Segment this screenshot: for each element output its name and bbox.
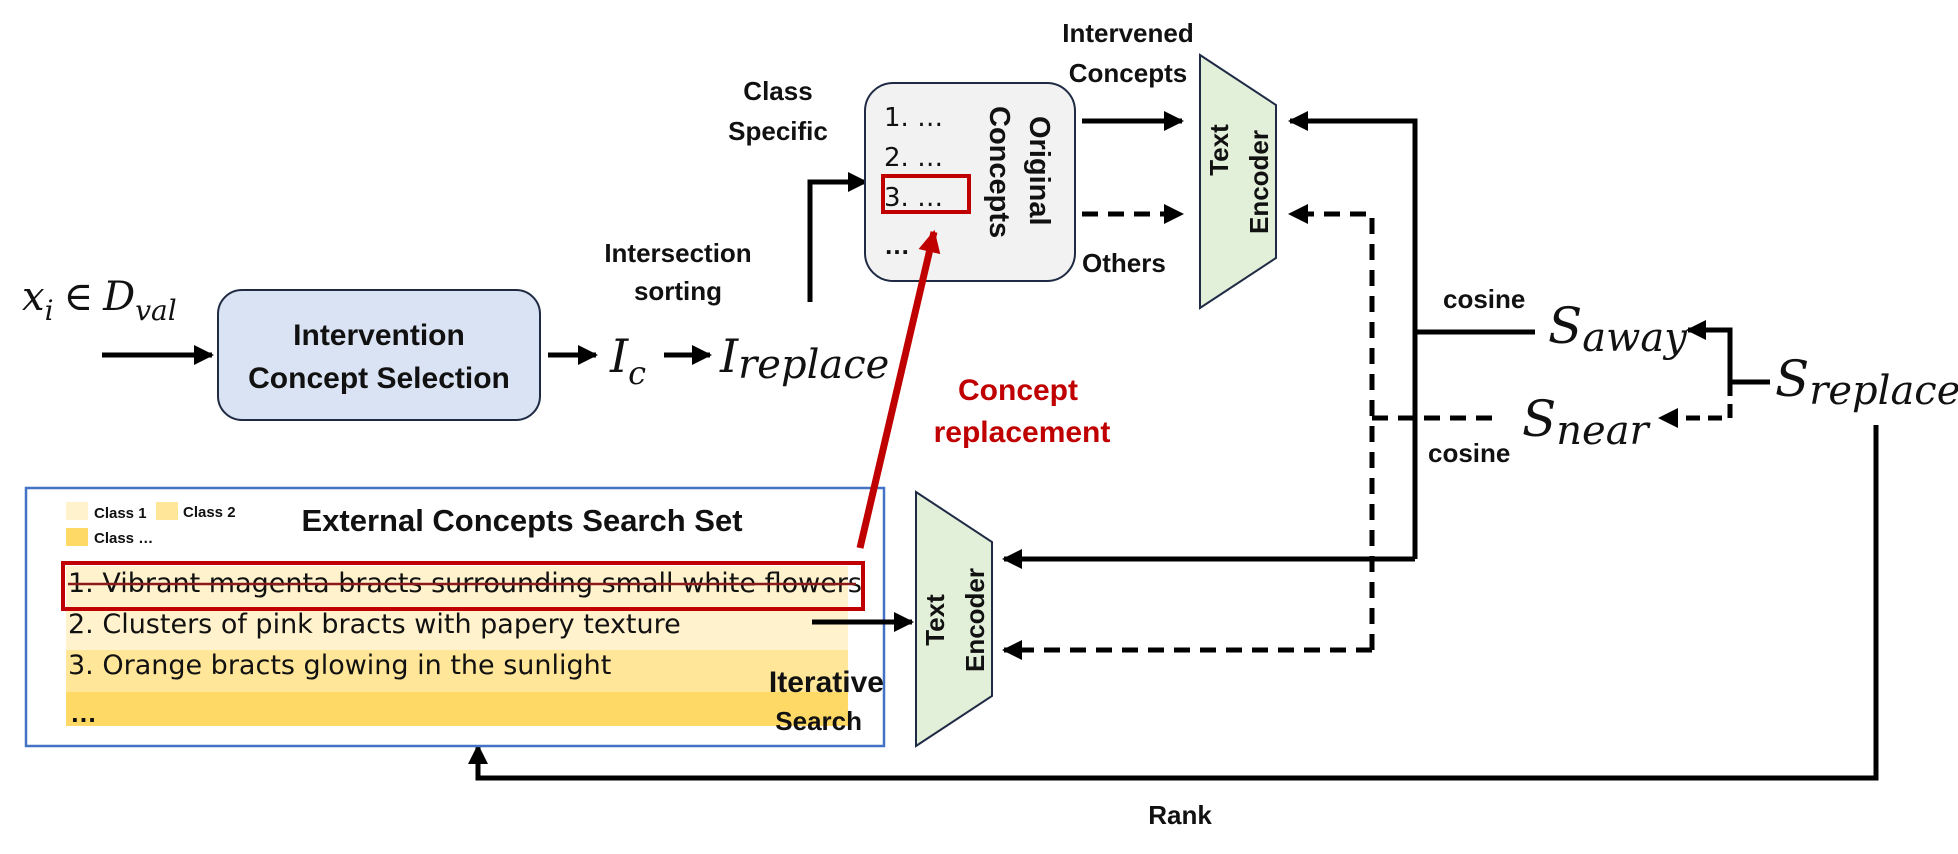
search-set-title: External Concepts Search Set	[301, 503, 742, 538]
encoder-top-line2: Encoder	[1244, 130, 1274, 234]
search-row-4-bg	[66, 692, 848, 726]
concept-replacement-line1: Concept	[958, 374, 1078, 407]
encoder-bottom-line2: Encoder	[960, 568, 990, 672]
ic-sub: c	[628, 354, 646, 392]
original-concepts-box: 1. … 2. … 3. … … Original Concepts	[864, 82, 1076, 282]
selection-line2: Concept Selection	[248, 362, 510, 395]
ireplace-var: I	[719, 329, 739, 383]
legend-swatch-class1	[66, 502, 88, 520]
input-sub: i	[45, 294, 54, 327]
intersection-line1: Intersection	[604, 238, 751, 268]
search-item-more: …	[70, 698, 97, 728]
search-item-3: 3. Orange bracts glowing in the sunlight	[68, 650, 611, 681]
rank-label: Rank	[1148, 800, 1212, 830]
s-away-symbol: Saway	[1548, 297, 1688, 361]
original-title-line1: Original	[1023, 116, 1055, 226]
intersection-line2: sorting	[634, 276, 722, 306]
s-away-sub: away	[1582, 315, 1688, 361]
iterative-line1: Iterative	[769, 666, 884, 699]
cosine-label-near: cosine	[1428, 438, 1510, 468]
others-label: Others	[1082, 248, 1166, 278]
legend-class3: Class …	[94, 530, 153, 547]
selection-box: Intervention Concept Selection	[217, 289, 541, 421]
s-replace-symbol: Sreplace	[1775, 350, 1958, 414]
search-set-box: Class 1 Class 2 Class … External Concept…	[24, 486, 886, 748]
original-item-3-highlight	[881, 174, 971, 214]
input-formula: xi ∈Dval	[22, 274, 177, 327]
input-set-sub: val	[135, 294, 176, 327]
original-item-1: 1. …	[884, 103, 943, 133]
search-row-2-bg	[66, 608, 848, 650]
encoder-top-line1: Text	[1204, 124, 1234, 176]
search-row-1-bg	[66, 566, 848, 608]
legend-class2: Class 2	[183, 504, 236, 521]
original-title-line2: Concepts	[983, 106, 1015, 238]
intervened-line2: Concepts	[1069, 58, 1187, 88]
search-item-2: 2. Clusters of pink bracts with papery t…	[68, 609, 681, 640]
s-replace-sub: replace	[1809, 368, 1958, 414]
original-item-more: …	[884, 230, 910, 260]
input-set: D	[102, 274, 135, 320]
concept-replacement-line2: replacement	[934, 416, 1111, 449]
arrow-to-s-away	[1686, 320, 1733, 382]
original-item-3: 3. …	[884, 183, 943, 213]
arrow-rank	[468, 425, 1879, 781]
original-item-2: 2. …	[884, 143, 943, 173]
svg-text:xi∈Dval: xi ∈Dval	[22, 274, 177, 327]
class-specific-line1: Class	[743, 76, 812, 106]
class-specific-line2: Specific	[728, 116, 828, 146]
input-var: x	[22, 274, 45, 320]
text-encoder-bottom: Text Encoder	[915, 490, 993, 748]
ireplace-symbol: Ireplace	[719, 329, 889, 388]
arrow-concept-replacement	[856, 229, 941, 549]
ic-symbol: Ic	[609, 329, 646, 392]
arrow-ireplace-to-original	[807, 172, 868, 302]
iterative-line2: Search	[775, 706, 862, 736]
ireplace-sub: replace	[738, 342, 889, 388]
cosine-label-away: cosine	[1443, 284, 1525, 314]
legend-swatch-class2	[156, 502, 178, 520]
loop-dashed-right	[1288, 204, 1375, 650]
s-near-symbol: Snear	[1522, 390, 1652, 454]
ic-var: I	[609, 329, 629, 383]
legend-class1: Class 1	[94, 505, 147, 522]
intervened-line1: Intervened	[1062, 18, 1194, 48]
encoder-bottom-line1: Text	[920, 594, 950, 646]
selection-line1: Intervention	[293, 319, 465, 352]
arrow-to-s-near	[1658, 382, 1733, 428]
search-row-3-bg	[66, 650, 848, 692]
s-near-sub: near	[1556, 408, 1651, 454]
text-encoder-top: Text Encoder	[1199, 53, 1277, 310]
input-in: ∈	[64, 274, 94, 320]
s-replace-var: S	[1775, 350, 1809, 408]
legend-swatch-class3	[66, 528, 88, 546]
s-near-var: S	[1522, 390, 1556, 448]
s-away-var: S	[1548, 297, 1582, 355]
loop-solid-right	[1288, 111, 1418, 559]
search-item-1-highlight	[61, 561, 865, 611]
